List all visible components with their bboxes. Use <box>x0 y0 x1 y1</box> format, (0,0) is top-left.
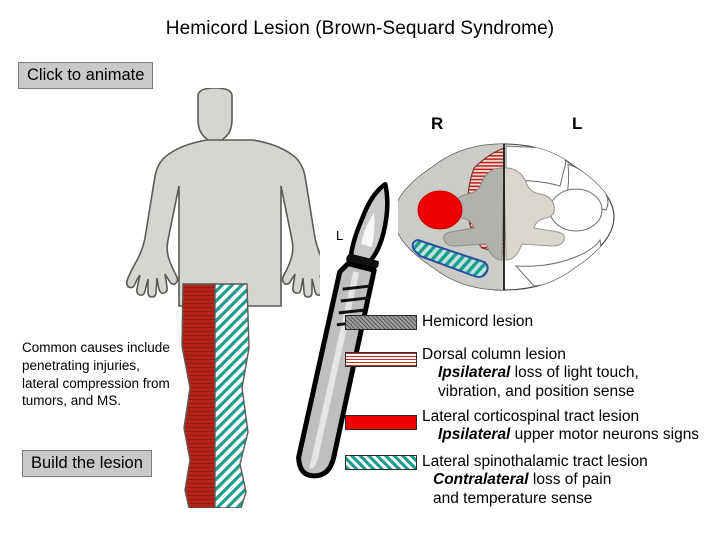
legend-item-hemicord: Hemicord lesion <box>422 313 533 331</box>
legend-emphasis-contralateral: Contralateral <box>433 471 529 489</box>
build-the-lesion-button[interactable]: Build the lesion <box>22 450 152 478</box>
legend-head-spino: Lateral spinothalamic tract lesion <box>422 453 648 470</box>
legend-sub-cortico: Ipsilateral upper motor neurons signs <box>422 426 699 444</box>
cord-spinothalamic-tract-lesion <box>411 238 489 278</box>
body-torso-arms <box>125 139 320 307</box>
legend-emphasis-ipsilateral-cortico: Ipsilateral <box>438 426 511 444</box>
common-causes-text: Common causes include penetrating injuri… <box>22 340 170 409</box>
legend-head-hemicord: Hemicord lesion <box>422 313 534 330</box>
legend-sub-rest-spino: loss of pain <box>528 471 612 489</box>
scalpel-left-label: L <box>336 228 344 243</box>
legend-sub-rest-dorsal: loss of light touch, <box>510 364 639 382</box>
page-title: Hemicord Lesion (Brown-Sequard Syndrome) <box>165 18 555 39</box>
body-right-leg-spinothalamic <box>214 283 250 508</box>
legend-sub-dorsal: Ipsilateral loss of light touch, <box>422 364 639 382</box>
human-body-figure <box>125 88 320 508</box>
body-left-leg-dorsal-column <box>181 283 216 508</box>
legend-item-spinothalamic: Lateral spinothalamic tract lesion Contr… <box>422 453 648 508</box>
legend-sub-spino: Contralateral loss of pain <box>422 471 648 489</box>
legend-sub2-dorsal: vibration, and position sense <box>438 382 635 400</box>
scalpel-blade-highlight <box>361 212 375 247</box>
legend-swatch-hemicord <box>345 315 417 330</box>
cord-left-label: L <box>572 114 583 133</box>
cord-right-half-lesion <box>398 144 505 290</box>
legend-head-dorsal: Dorsal column lesion <box>422 346 566 363</box>
legend-sub-rest-cortico: upper motor neurons signs <box>510 426 700 444</box>
cord-right-label: R <box>431 114 444 133</box>
legend-swatch-dorsal-column <box>345 352 417 367</box>
legend-sub2-spino: and temperature sense <box>433 489 593 507</box>
body-head <box>197 88 233 151</box>
legend-item-dorsal-column: Dorsal column lesion Ipsilateral loss of… <box>422 346 639 401</box>
legend-swatch-spinothalamic <box>345 455 417 470</box>
scalpel-hilt <box>346 253 379 270</box>
cord-corticospinal-tract-lesion <box>417 190 463 230</box>
cord-right-gray-matter <box>443 167 505 261</box>
legend-item-corticospinal: Lateral corticospinal tract lesion Ipsil… <box>422 408 699 445</box>
click-to-animate-button[interactable]: Click to animate <box>18 62 154 90</box>
cord-left-half <box>503 145 609 287</box>
scalpel-illustration <box>296 182 390 479</box>
legend-emphasis-ipsilateral-dorsal: Ipsilateral <box>438 364 511 382</box>
spinal-cord-cross-section <box>398 143 615 291</box>
legend-swatch-corticospinal <box>345 415 417 430</box>
legend-head-cortico: Lateral corticospinal tract lesion <box>422 408 640 425</box>
